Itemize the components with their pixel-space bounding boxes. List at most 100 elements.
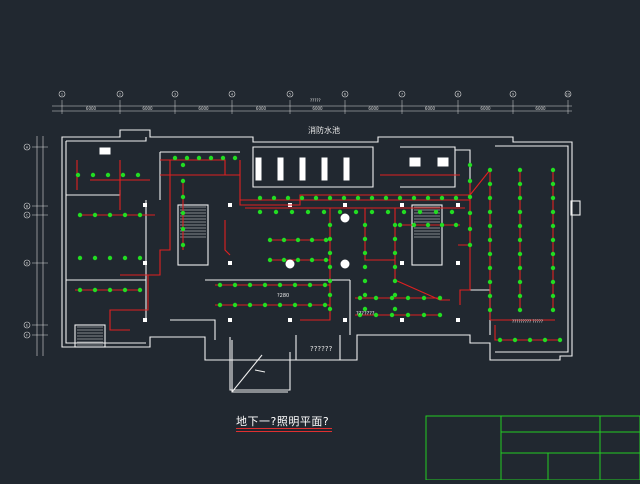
title-block: [425, 415, 640, 481]
axis-bubble: [116, 90, 124, 98]
light-fixture: [327, 250, 333, 256]
axis-bubble-label: 8: [457, 93, 459, 97]
light-fixture: [487, 293, 493, 299]
light-fixture: [107, 212, 113, 218]
light-fixture: [517, 293, 523, 299]
light-fixture: [299, 195, 305, 201]
overall-dimension: ?????: [310, 98, 321, 103]
lighting-circuits: [75, 159, 560, 341]
light-fixture: [323, 237, 329, 243]
light-fixture: [305, 209, 311, 215]
axis-bubble: [454, 90, 462, 98]
axis-bubble-label: E: [26, 323, 28, 327]
light-fixture: [405, 295, 411, 301]
light-fixture: [392, 278, 398, 284]
axis-bubble-label: B: [26, 204, 29, 208]
light-fixture: [550, 307, 556, 313]
light-fixture: [273, 209, 279, 215]
light-fixture: [285, 195, 291, 201]
light-fixture: [467, 226, 473, 232]
light-fixture: [180, 178, 186, 184]
light-fixture: [362, 264, 368, 270]
light-fixture: [107, 287, 113, 293]
light-fixture: [122, 255, 128, 261]
light-fixture: [487, 195, 493, 201]
light-fixture: [550, 293, 556, 299]
light-fixture: [92, 212, 98, 218]
light-fixture: [337, 209, 343, 215]
light-fixture: [362, 222, 368, 228]
light-fixture: [369, 209, 375, 215]
light-fixture: [322, 302, 328, 308]
light-fixture: [550, 167, 556, 173]
light-fixture: [517, 237, 523, 243]
light-fixture: [550, 251, 556, 257]
light-fixture: [487, 265, 493, 271]
parking-label: ?280: [277, 293, 290, 299]
light-fixture: [180, 210, 186, 216]
column: [456, 318, 460, 322]
light-fixture: [105, 172, 111, 178]
light-fixture: [309, 237, 315, 243]
light-fixture: [487, 307, 493, 313]
light-fixture: [439, 195, 445, 201]
light-fixture: [180, 162, 186, 168]
light-fixture: [92, 287, 98, 293]
lighting-fixtures: [75, 155, 563, 343]
column: [343, 318, 347, 322]
dimension-value: 6000: [198, 106, 209, 111]
axis-bubble-label: 2: [119, 93, 121, 97]
light-fixture: [257, 195, 263, 201]
light-fixture: [271, 195, 277, 201]
light-fixture: [437, 312, 443, 318]
light-fixture: [122, 212, 128, 218]
light-fixture: [281, 237, 287, 243]
light-fixture: [401, 209, 407, 215]
light-fixture: [421, 312, 427, 318]
equipment-symbols: [99, 147, 449, 269]
light-fixture: [517, 195, 523, 201]
column: [456, 203, 460, 207]
axis-bubble: [341, 90, 349, 98]
room-label: ??????: [310, 345, 333, 353]
light-fixture: [512, 337, 518, 343]
service-label: ???????: [356, 311, 375, 317]
water-tank-label: 消防水池: [308, 126, 340, 135]
light-fixture: [487, 209, 493, 215]
light-fixture: [373, 312, 379, 318]
light-fixture: [517, 209, 523, 215]
light-fixture: [439, 222, 445, 228]
light-fixture: [467, 162, 473, 168]
axis-bubble-label: D: [26, 261, 29, 265]
light-fixture: [527, 337, 533, 343]
column: [288, 318, 292, 322]
light-fixture: [392, 222, 398, 228]
light-fixture: [517, 307, 523, 313]
column: [143, 318, 147, 322]
light-fixture: [453, 195, 459, 201]
light-fixture: [425, 222, 431, 228]
light-fixture: [355, 195, 361, 201]
light-fixture: [392, 250, 398, 256]
light-fixture: [467, 210, 473, 216]
axis-bubble-label: 10: [566, 93, 570, 97]
right-room-label: ????????? ?????: [512, 319, 543, 324]
dimension-value: 6000: [535, 106, 546, 111]
light-fixture: [392, 292, 398, 298]
axis-bubble: [228, 90, 236, 98]
light-fixture: [295, 257, 301, 263]
light-fixture: [327, 278, 333, 284]
axis-bubble-label: 9: [512, 93, 514, 97]
light-fixture: [327, 236, 333, 242]
axis-bubble: [398, 90, 406, 98]
light-fixture: [75, 172, 81, 178]
light-fixture: [389, 295, 395, 301]
drawing-title: 地下一?照明平面?: [236, 415, 330, 428]
light-fixture: [487, 181, 493, 187]
light-fixture: [487, 237, 493, 243]
light-fixture: [327, 222, 333, 228]
light-fixture: [184, 155, 190, 161]
light-fixture: [247, 282, 253, 288]
axis-bubble: [564, 90, 572, 98]
